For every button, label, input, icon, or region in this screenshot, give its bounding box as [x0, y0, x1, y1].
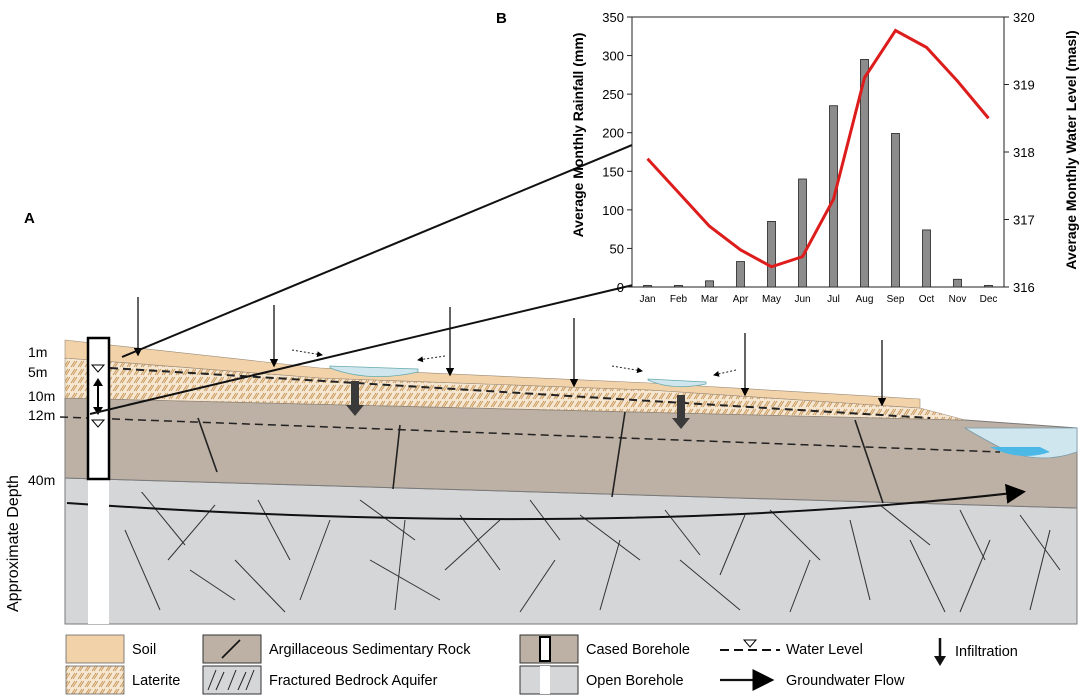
month-tick-label: Dec	[980, 294, 998, 305]
rainfall-tick-label: 350	[602, 10, 624, 25]
legend-item-groundwater-flow: Groundwater Flow	[720, 669, 905, 691]
month-tick-label: Sep	[887, 294, 905, 305]
legend-item-laterite: Laterite	[65, 665, 180, 695]
rainfall-bar	[891, 133, 900, 288]
svg-text:Infiltration: Infiltration	[955, 644, 1018, 660]
month-tick-labels: Jan Feb Mar Apr May Jun Jul Aug Sep Oct Nov Dec	[639, 294, 997, 305]
svg-text:Argillaceous Sedimentary Rock: Argillaceous Sedimentary Rock	[269, 642, 471, 658]
legend-item-open-borehole: Open Borehole	[519, 665, 684, 695]
rainfall-bar	[922, 229, 931, 288]
pond-left	[329, 365, 419, 378]
infiltration-arrows	[133, 297, 887, 407]
rainfall-bar	[798, 178, 807, 288]
svg-text:Fractured Bedrock Aquifer: Fractured Bedrock Aquifer	[269, 673, 438, 689]
surface-flow-arrows	[291, 349, 737, 377]
open-borehole	[88, 478, 109, 624]
rainfall-bar	[643, 285, 652, 288]
rainfall-tick-label: 100	[602, 203, 624, 218]
chart-plot-area	[631, 16, 1005, 288]
rainfall-bar	[767, 221, 776, 288]
rainfall-tick-label: 50	[610, 241, 624, 256]
depth-axis-title: Approximate Depth	[5, 475, 22, 612]
water-level-line	[646, 28, 990, 269]
rainfall-tick-label: 150	[602, 164, 624, 179]
rainfall-water-level-chart: Jan Feb Mar Apr May Jun Jul Aug Sep Oct Nov Dec 0 50…	[496, 10, 1079, 305]
water-level-axis-ticks: 316 317 318 319 320	[1004, 10, 1035, 295]
soil-layer	[64, 339, 921, 409]
recharge-arrows	[346, 381, 690, 429]
depth-label: 5m	[28, 364, 47, 380]
depth-axis: 1m 5m 10m 12m 40m Approximate Depth	[5, 344, 55, 612]
rainfall-bar	[953, 278, 962, 288]
water-level-symbol-top	[90, 364, 106, 373]
depth-label: 40m	[28, 472, 55, 488]
legend-item-soil: Soil	[65, 634, 156, 664]
month-tick-label: Aug	[856, 294, 874, 305]
depth-label: 10m	[28, 388, 55, 404]
rainfall-tick-label: 0	[617, 280, 624, 295]
cross-section	[59, 297, 1078, 625]
depth-label: 12m	[28, 407, 55, 423]
y2-axis-title: Average Monthly Water Level (masl)	[1063, 30, 1079, 269]
legend-item-argillaceous: Argillaceous Sedimentary Rock	[202, 634, 471, 664]
svg-text:Soil: Soil	[132, 642, 156, 658]
month-tick-label: Feb	[670, 294, 688, 305]
rainfall-tick-label: 300	[602, 49, 624, 64]
month-tick-label: Mar	[701, 294, 719, 305]
panel-label-a: A	[24, 210, 35, 227]
svg-text:Laterite: Laterite	[132, 673, 180, 689]
month-tick-label: Oct	[919, 294, 935, 305]
month-tick-label: Jul	[827, 294, 840, 305]
rainfall-tick-label: 250	[602, 87, 624, 102]
rainfall-bar	[674, 285, 683, 288]
fracture-lines	[124, 492, 1061, 613]
water-level-tick-label: 318	[1013, 145, 1035, 160]
rainfall-bar	[860, 59, 869, 288]
legend-item-fractured: Fractured Bedrock Aquifer	[202, 665, 438, 695]
rainfall-tick-label: 200	[602, 126, 624, 141]
river-deep	[990, 447, 1050, 456]
legend-item-cased-borehole: Cased Borehole	[519, 634, 690, 664]
rainfall-axis-ticks: 0 50 100 150 200 250 300 350	[602, 10, 632, 295]
legend-item-water-level: Water Level	[720, 639, 863, 658]
pond-right	[647, 378, 707, 388]
rainfall-bar	[705, 280, 714, 288]
depth-label: 1m	[28, 344, 47, 360]
svg-text:Open Borehole: Open Borehole	[586, 673, 684, 689]
water-table-lower	[59, 416, 1001, 453]
month-tick-label: Apr	[733, 294, 749, 305]
groundwater-flow-arrow	[66, 483, 1026, 521]
month-tick-label: Jan	[639, 294, 655, 305]
svg-text:Cased Borehole: Cased Borehole	[586, 642, 690, 658]
y-axis-title: Average Monthly Rainfall (mm)	[570, 33, 586, 238]
svg-text:Water Level: Water Level	[786, 642, 863, 658]
rainfall-bar	[984, 285, 993, 288]
argillaceous-fractures	[197, 411, 884, 504]
month-tick-label: May	[762, 294, 781, 305]
water-level-tick-label: 320	[1013, 10, 1035, 25]
legend-item-infiltration: Infiltration	[934, 638, 1018, 666]
water-level-tick-label: 317	[1013, 213, 1035, 228]
water-level-tick-label: 319	[1013, 78, 1035, 93]
water-level-symbol-bottom	[90, 419, 106, 428]
rainfall-bar	[736, 261, 745, 288]
legend: Soil Laterite Argillaceous Sedimentary R…	[65, 634, 1018, 695]
month-tick-label: Nov	[949, 294, 967, 305]
month-tick-label: Jun	[794, 294, 810, 305]
panel-label-b: B	[496, 10, 507, 27]
water-level-tick-label: 316	[1013, 280, 1035, 295]
svg-text:Groundwater Flow: Groundwater Flow	[786, 673, 905, 689]
